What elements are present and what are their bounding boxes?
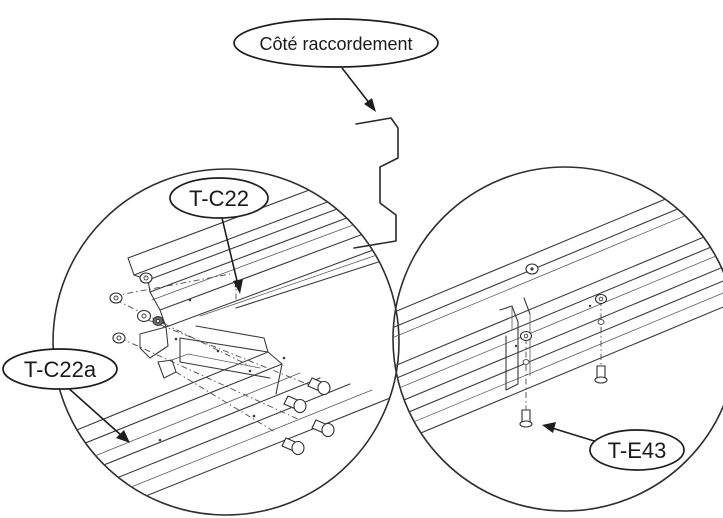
detail-circle-left [52, 168, 400, 516]
hex-nuts [109, 272, 164, 344]
nut [152, 316, 164, 326]
callout-t-e43-label: T-E43 [608, 438, 667, 463]
upper-rail [127, 185, 399, 359]
bolt [311, 419, 335, 438]
assembly-axes-right [525, 300, 602, 414]
callout-t-c22: T-C22 [169, 177, 269, 219]
nut [594, 293, 608, 305]
washer [522, 359, 530, 365]
bolt [283, 395, 307, 414]
callout-connection-side: Côté raccordement [233, 18, 439, 68]
detail-circle-right [392, 166, 723, 512]
bolt [307, 377, 331, 396]
callout-t-c22a-label: T-C22a [24, 357, 97, 382]
bolt [281, 437, 305, 456]
callout-t-c22-label: T-C22 [189, 186, 249, 211]
nut [519, 330, 533, 342]
detail-view-left [52, 168, 400, 516]
hex-nuts-right [514, 293, 608, 365]
screw [594, 365, 608, 384]
nut [112, 332, 126, 344]
top-hole [525, 263, 539, 275]
detail-view-right [392, 166, 723, 512]
washer [597, 319, 605, 325]
rail-section [393, 167, 723, 451]
nut [109, 292, 123, 304]
nut [136, 309, 152, 323]
callout-connection-side-label: Côté raccordement [259, 34, 412, 54]
nut [139, 272, 153, 284]
callout-t-c22a: T-C22a [2, 348, 118, 390]
assembly-axes [113, 273, 323, 433]
connection-side-profile [353, 117, 399, 249]
screw [519, 409, 533, 428]
callout-t-e43: T-E43 [589, 429, 685, 471]
bolts [281, 377, 335, 456]
screws-right [519, 365, 608, 428]
lower-rail [53, 325, 399, 515]
callout-leaders [65, 67, 605, 445]
